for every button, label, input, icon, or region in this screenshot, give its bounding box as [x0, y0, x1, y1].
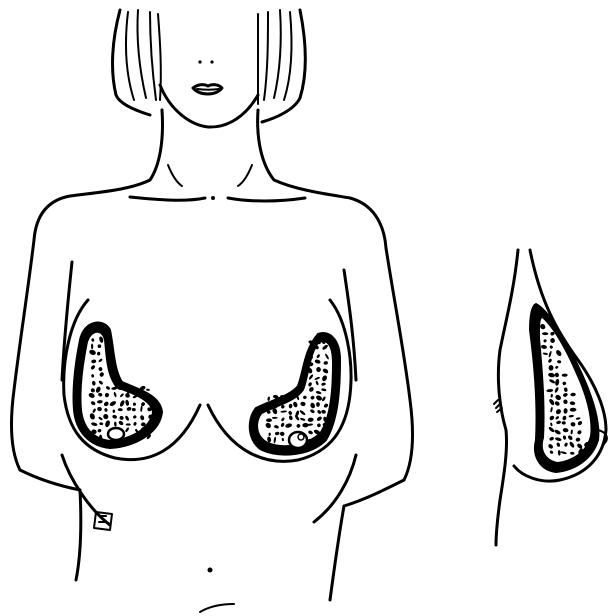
- tissue-speck: [126, 423, 131, 425]
- nostril-left: [198, 60, 201, 63]
- right-nipple: [289, 432, 307, 448]
- arms: [12, 240, 413, 530]
- nostril-right: [210, 60, 213, 63]
- neck-and-shoulders: [34, 110, 386, 248]
- hair: [113, 10, 306, 122]
- tissue-speck: [267, 396, 270, 401]
- side-view-figure: [494, 250, 607, 545]
- torso: [76, 490, 344, 612]
- navel: [208, 568, 213, 573]
- left-breast: [64, 300, 200, 460]
- tissue-speck: [146, 388, 150, 391]
- right-breast: [208, 300, 351, 461]
- left-nipple: [108, 428, 124, 440]
- front-view-figure: [12, 10, 413, 612]
- face: [160, 60, 258, 127]
